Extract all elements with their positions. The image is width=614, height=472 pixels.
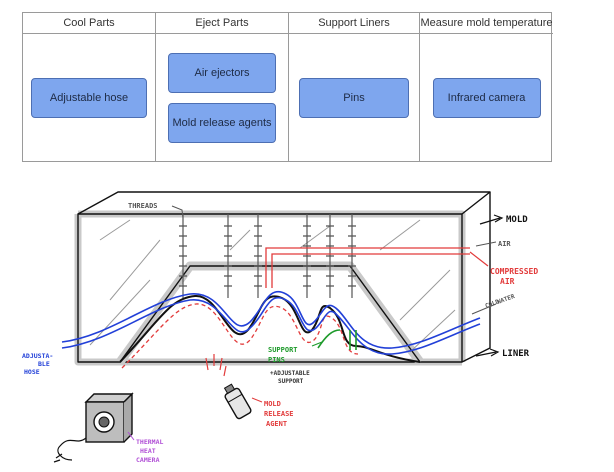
mold-sketch: MOLD AIR COMPRESSED AIR COLD WATER LINER… [22,191,538,464]
label-release-3: AGENT [266,420,287,428]
label-support-pins-2: PINS [268,356,285,364]
label-hose-3: HOSE [24,368,40,376]
chip-air-ejectors[interactable]: Air ejectors [168,52,276,93]
column-support-liners: Support Liners Pins [289,13,420,161]
label-threads: THREADS [128,202,158,210]
label-release-2: RELEASE [264,410,294,418]
label-adj-support-1: +ADJUSTABLE [270,370,310,377]
label-air: AIR [498,240,511,248]
cooling-hose [61,291,481,349]
function-table: Cool Parts Adjustable hose Eject Parts A… [22,12,553,162]
label-hose-1: ADJUSTA- [22,352,53,360]
column-header-measure-mold-temperature: Measure mold temperature [420,13,553,34]
column-eject-parts: Eject Parts Air ejectors Mold release ag… [156,13,289,161]
chip-mold-release-agents[interactable]: Mold release agents [168,102,276,143]
compressed-air-lines [265,247,470,288]
label-compressed-air-2: AIR [500,277,515,286]
column-header-support-liners: Support Liners [289,13,419,34]
chip-adjustable-hose[interactable]: Adjustable hose [31,77,147,118]
threaded-rods [179,214,356,298]
label-support-pins-1: SUPPORT [268,346,298,354]
label-release-1: MOLD [264,400,281,408]
column-cool-parts: Cool Parts Adjustable hose [23,13,156,161]
column-header-eject-parts: Eject Parts [156,13,288,34]
label-camera-2: HEAT [140,447,156,455]
chip-infrared-camera[interactable]: Infrared camera [432,77,541,118]
thermal-camera-icon [53,392,134,463]
label-hose-2: BLE [38,360,50,368]
chip-pins[interactable]: Pins [299,77,409,118]
mold-frame [74,191,491,366]
label-camera-1: THERMAL [136,438,163,446]
release-agent-line [121,303,359,369]
label-cold: COLD [484,298,500,310]
label-compressed-air-1: COMPRESSED [490,267,538,276]
liner-arrow [475,351,497,357]
spray-can-icon [223,383,252,420]
label-adj-support-2: SUPPORT [278,378,304,385]
mold-arrow [479,217,501,225]
column-header-cool-parts: Cool Parts [23,13,155,34]
label-liner: LINER [502,349,530,359]
support-pins [317,329,357,350]
label-water: WATER [496,293,516,306]
label-mold: MOLD [506,215,528,225]
label-camera-3: CAMERA [136,456,160,464]
column-measure-mold-temperature: Measure mold temperature Infrared camera [420,13,553,161]
